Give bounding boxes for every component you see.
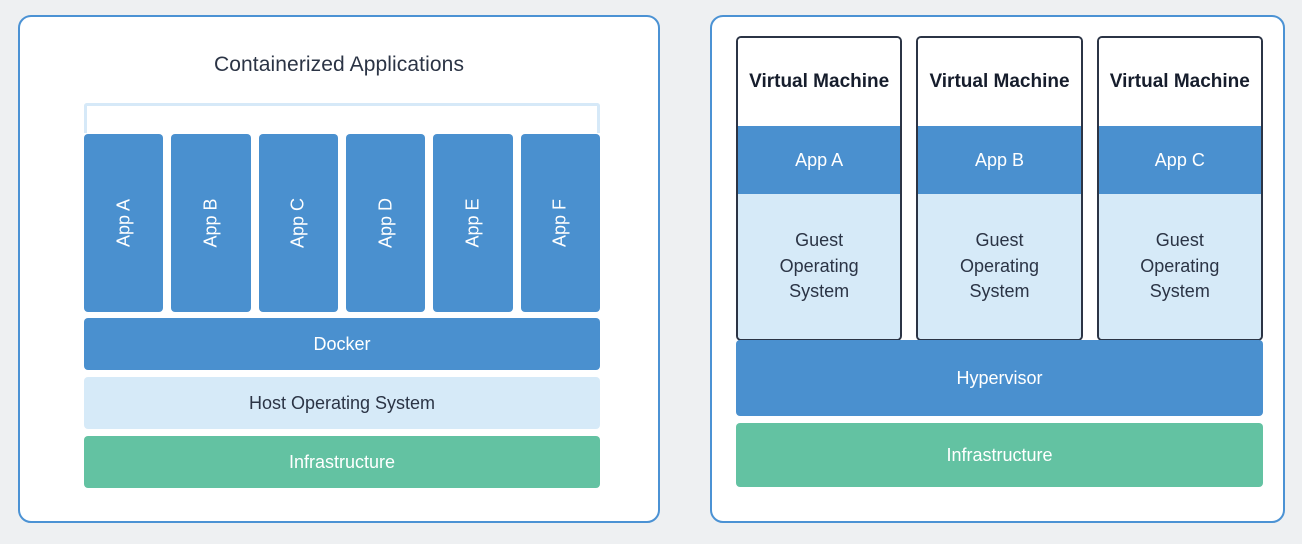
virtual-machine-3-title: Virtual Machine	[1098, 38, 1261, 126]
virtual-machine-2-app[interactable]: App B	[918, 126, 1081, 194]
guest-os-line-3: System	[1149, 281, 1210, 302]
guest-os-line-1: Guest	[975, 229, 1024, 250]
docker-layer-label: Docker	[313, 333, 371, 354]
page-title: Containerized Applications	[213, 53, 465, 76]
infrastructure-layer-vms-label: Infrastructure	[946, 444, 1053, 465]
container-app-a[interactable]: App A	[84, 134, 164, 312]
docker-layer[interactable]: Docker	[84, 318, 600, 370]
containers-panel: Containerized Applications App A App B A…	[18, 15, 660, 523]
container-app-e-label: App E	[462, 198, 483, 248]
infrastructure-layer-vms[interactable]: Infrastructure	[736, 423, 1263, 487]
host-operating-system-layer-label: Host Operating System	[248, 392, 436, 413]
virtual-machine-1-app-label: App A	[795, 149, 844, 170]
container-app-d[interactable]: App D	[345, 134, 426, 312]
container-app-b-label: App B	[200, 198, 221, 248]
container-app-c[interactable]: App C	[258, 134, 338, 312]
guest-os-line-3: System	[789, 281, 850, 302]
container-app-e[interactable]: App E	[433, 134, 513, 312]
hypervisor-layer-label: Hypervisor	[956, 367, 1043, 388]
virtual-machine-2-title: Virtual Machine	[918, 38, 1081, 126]
containerized-applications-bracket	[84, 103, 600, 133]
guest-os-line-2: Operating	[1140, 255, 1220, 276]
container-app-f[interactable]: App F	[520, 134, 600, 312]
infrastructure-layer-containers[interactable]: Infrastructure	[84, 436, 600, 488]
guest-os-line-3: System	[969, 281, 1030, 302]
virtual-machine-1-title: Virtual Machine	[738, 38, 901, 126]
hypervisor-layer[interactable]: Hypervisor	[736, 340, 1263, 416]
guest-os-line-2: Operating	[779, 255, 859, 276]
container-app-f-label: App F	[549, 198, 570, 248]
container-app-a-label: App A	[113, 198, 134, 248]
host-operating-system-layer[interactable]: Host Operating System	[84, 377, 600, 429]
guest-os-line-1: Guest	[795, 229, 844, 250]
container-app-b[interactable]: App B	[171, 134, 251, 312]
infrastructure-layer-containers-label: Infrastructure	[288, 451, 396, 472]
guest-os-line-1: Guest	[1155, 229, 1204, 250]
container-app-c-label: App C	[287, 197, 308, 249]
virtual-machine-3-app[interactable]: App C	[1098, 126, 1261, 194]
virtual-machine-1-app[interactable]: App A	[738, 126, 901, 194]
guest-os-line-2: Operating	[959, 255, 1040, 276]
virtual-machine-3-app-label: App C	[1154, 149, 1205, 170]
container-app-d-label: App D	[375, 197, 396, 249]
container-apps-row: App A App B App C App D App E App F	[84, 134, 600, 312]
virtual-machine-2-app-label: App B	[974, 149, 1025, 170]
